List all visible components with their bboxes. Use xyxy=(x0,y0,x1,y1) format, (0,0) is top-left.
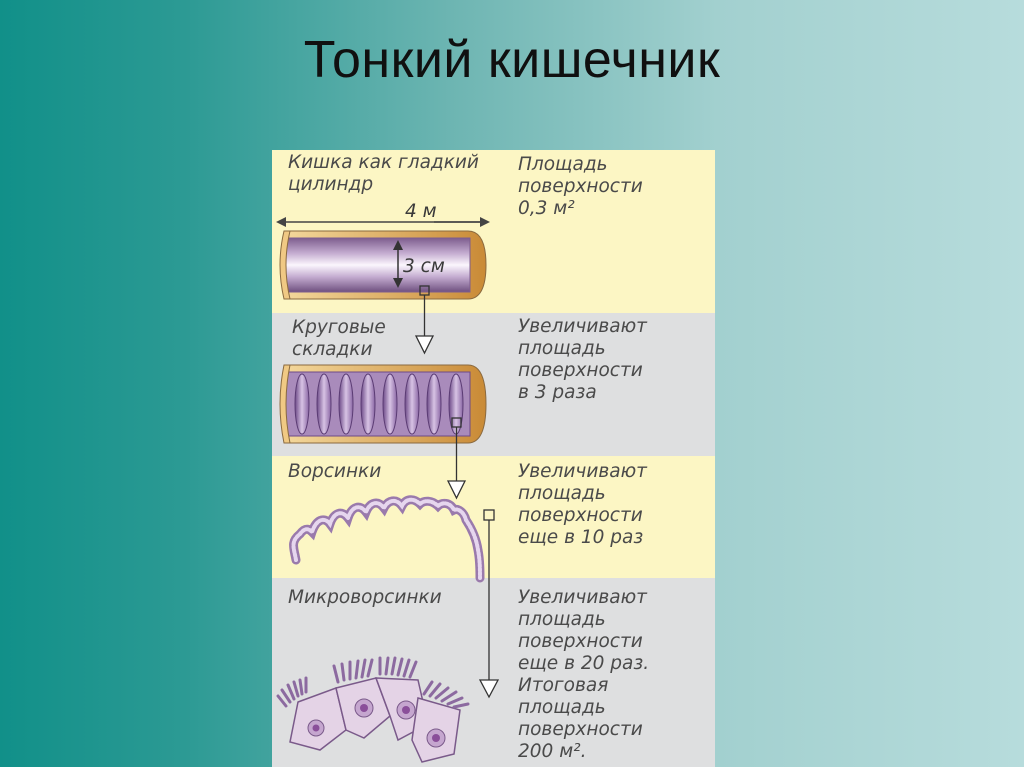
panel-3-left-label: Ворсинки xyxy=(288,461,382,482)
folded-cylinder-tube xyxy=(279,364,487,444)
panel-4-left-label: Микроворсинки xyxy=(288,587,442,608)
zoom-pointer-1 xyxy=(414,285,435,355)
villi-wavy-strand xyxy=(289,495,485,583)
panel-microvilli-bg xyxy=(272,578,715,767)
diameter-label: 3 см xyxy=(403,256,445,277)
smooth-cylinder-tube xyxy=(279,230,487,300)
figure-graphics: 4 м 3 см xyxy=(276,201,500,763)
panel-3-right-label: Увеличивают площадь поверхности еще в 10… xyxy=(518,461,647,548)
zoom-pointer-2 xyxy=(446,417,467,500)
length-dimension-arrow: 4 м xyxy=(276,201,490,227)
length-label: 4 м xyxy=(405,201,437,222)
panel-2-left-label: Круговые складки xyxy=(292,317,386,360)
panel-2-right-label: Увеличивают площадь поверхности в 3 раза xyxy=(518,316,647,403)
slide-title: Тонкий кишечник xyxy=(303,31,721,89)
panel-1-left-label: Кишка как гладкий цилиндр xyxy=(288,152,479,195)
panel-1-right-label: Площадь поверхности 0,3 м² xyxy=(518,154,643,219)
microvilli-brush-border xyxy=(276,656,470,709)
panel-4-right-label: Увеличивают площадь поверхности еще в 20… xyxy=(518,587,650,762)
zoom-pointer-3 xyxy=(478,509,500,699)
cell-1 xyxy=(289,687,347,751)
cell-2 xyxy=(335,677,391,739)
diameter-dimension-arrow: 3 см xyxy=(393,240,445,288)
intestine-surface-figure: 4 м 3 см xyxy=(272,150,715,767)
epithelial-cells xyxy=(276,656,470,763)
